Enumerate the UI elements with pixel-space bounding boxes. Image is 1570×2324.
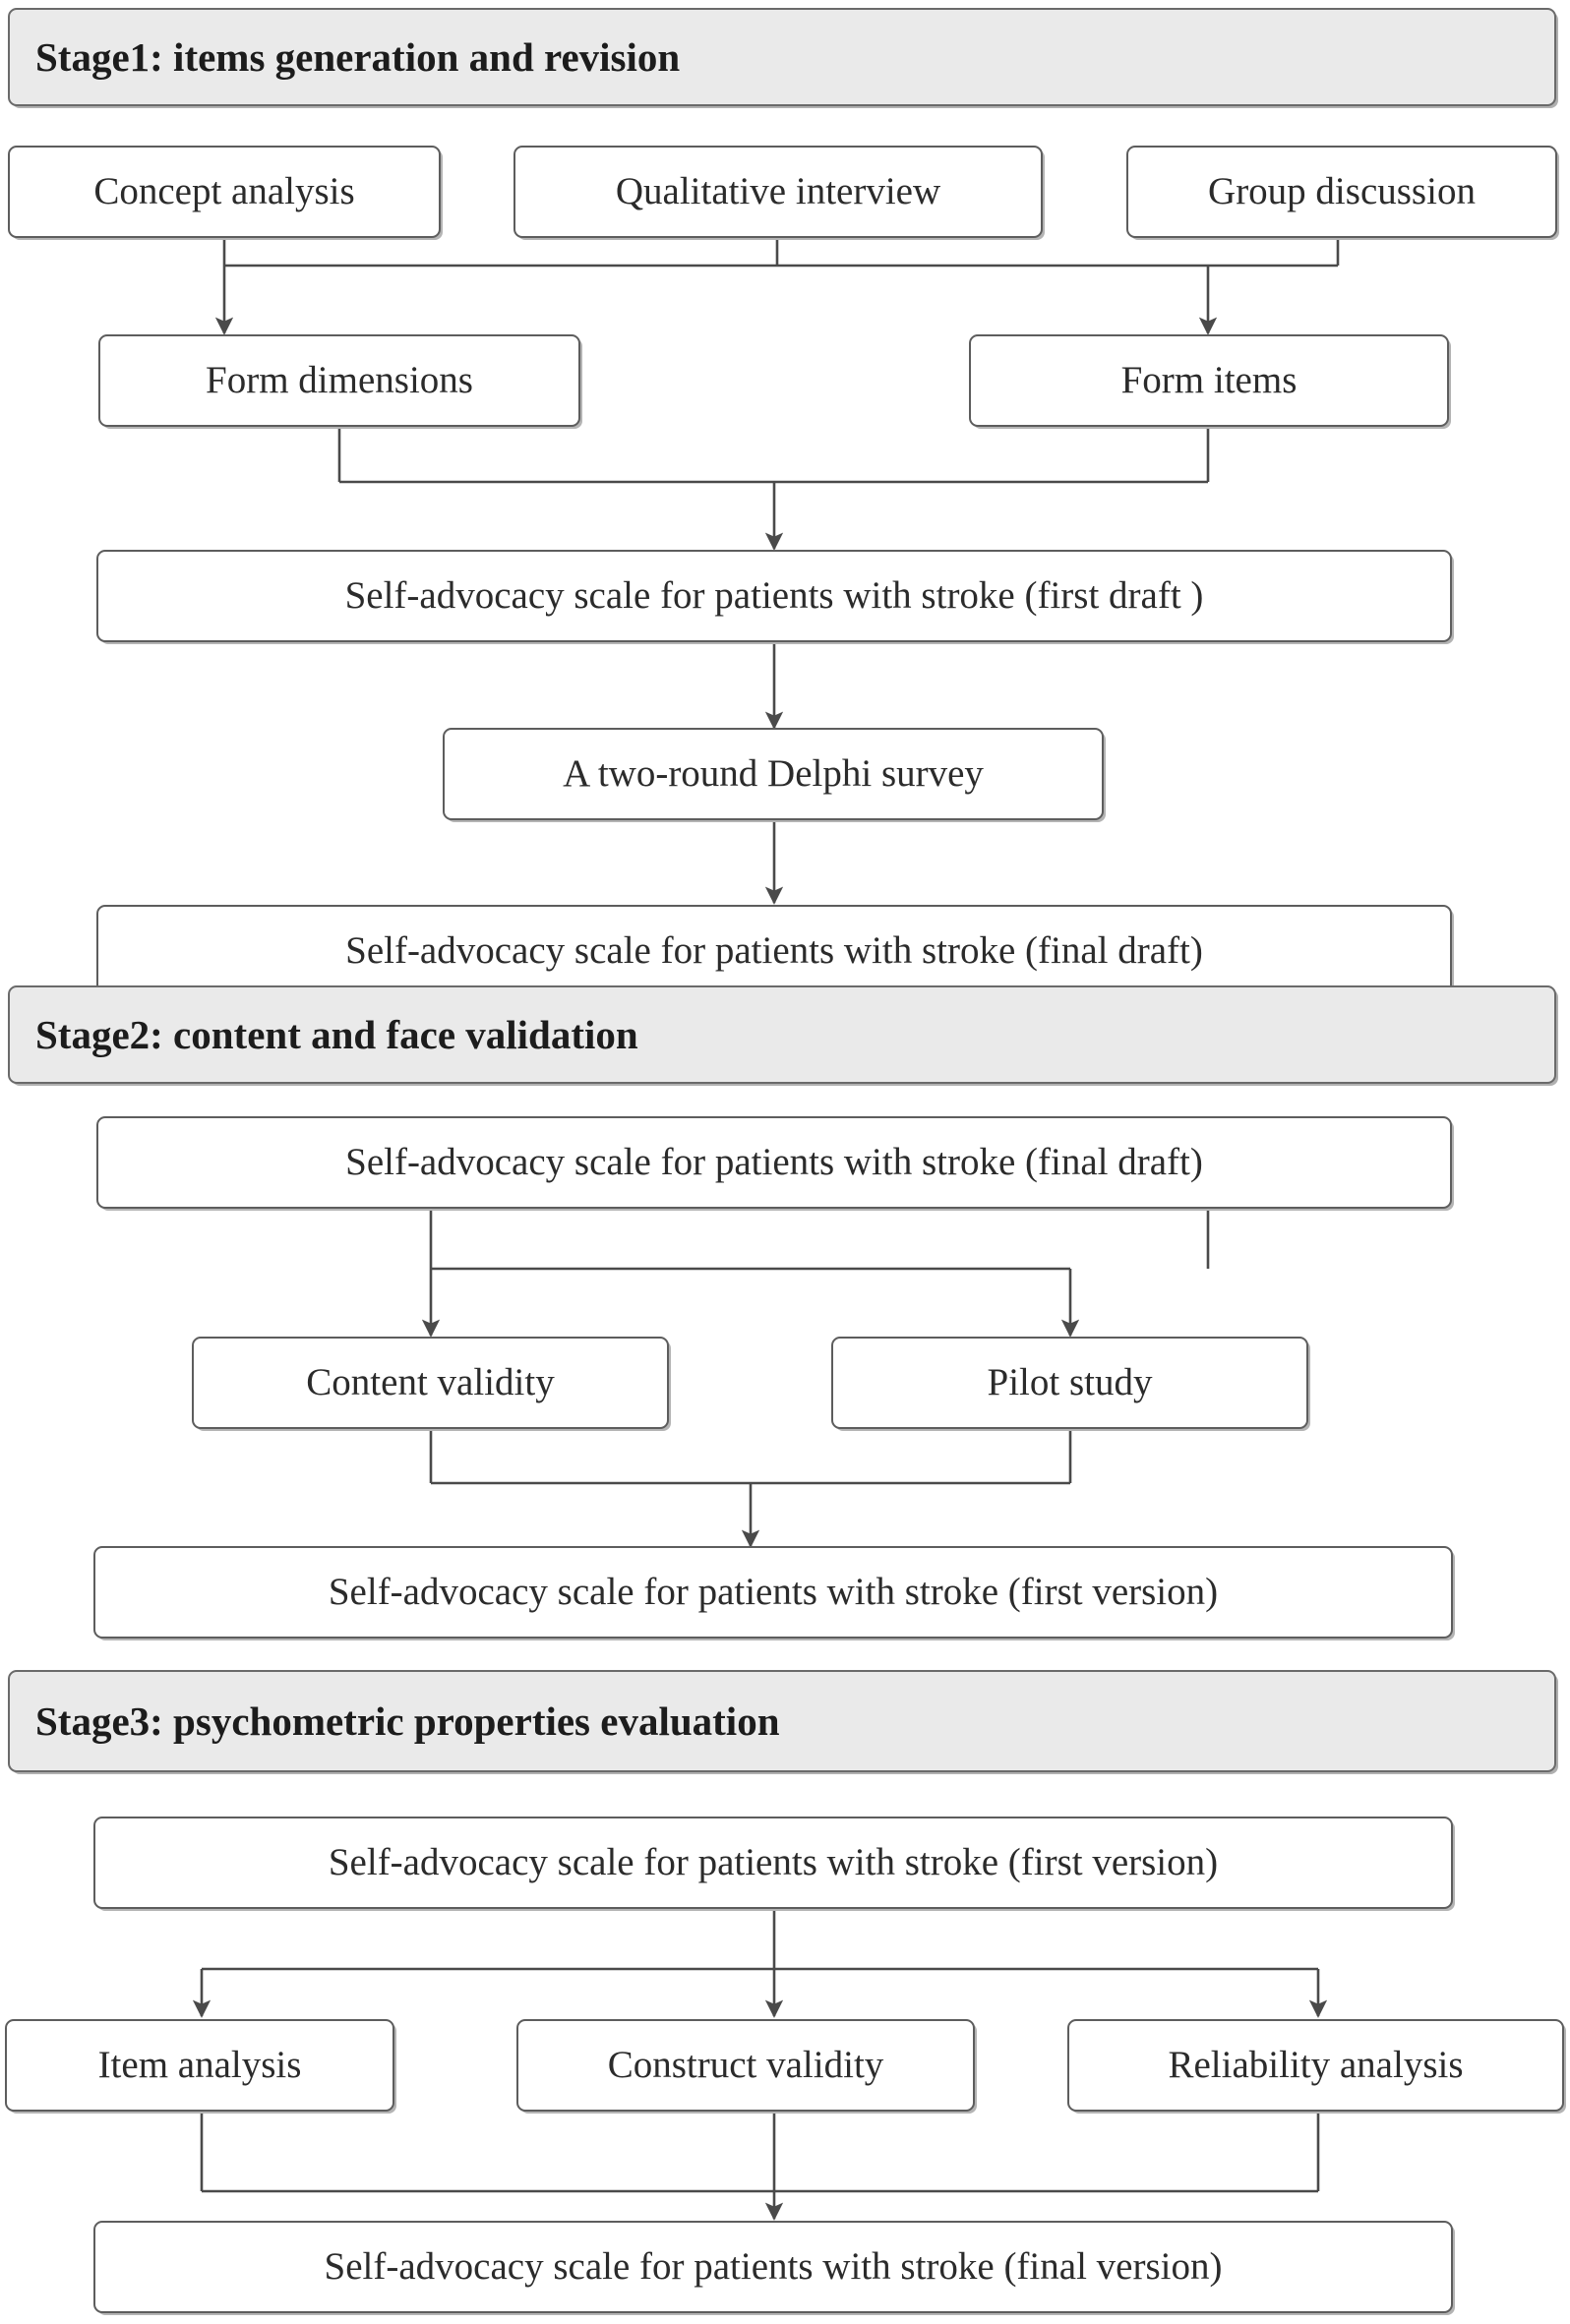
- node-label: Self-advocacy scale for patients with st…: [328, 1570, 1219, 1613]
- node-label: A two-round Delphi survey: [563, 751, 984, 795]
- node-construct-validity[interactable]: Construct validity: [516, 2019, 975, 2112]
- node-form-items[interactable]: Form items: [969, 334, 1449, 427]
- node-label: Content validity: [306, 1360, 555, 1403]
- node-group-discussion[interactable]: Group discussion: [1126, 146, 1557, 238]
- node-scale-first-version-2[interactable]: Self-advocacy scale for patients with st…: [93, 1817, 1453, 1909]
- node-label: Pilot study: [987, 1360, 1153, 1403]
- node-label: Reliability analysis: [1168, 2043, 1464, 2086]
- stage-header-label: Stage2: content and face validation: [35, 1012, 638, 1057]
- node-reliability-analysis[interactable]: Reliability analysis: [1067, 2019, 1564, 2112]
- node-delphi-survey[interactable]: A two-round Delphi survey: [443, 728, 1104, 820]
- node-scale-final-draft[interactable]: Self-advocacy scale for patients with st…: [96, 905, 1452, 997]
- node-content-validity[interactable]: Content validity: [192, 1337, 669, 1429]
- node-form-dimensions[interactable]: Form dimensions: [98, 334, 580, 427]
- node-label: Item analysis: [97, 2043, 302, 2086]
- node-label: Self-advocacy scale for patients with st…: [345, 928, 1203, 972]
- node-label: Self-advocacy scale for patients with st…: [345, 1140, 1203, 1183]
- node-label: Form items: [1120, 358, 1298, 401]
- stage-header-stage2: Stage2: content and face validation: [8, 985, 1556, 1084]
- node-label: Self-advocacy scale for patients with st…: [344, 573, 1204, 617]
- node-scale-final-draft-2[interactable]: Self-advocacy scale for patients with st…: [96, 1116, 1452, 1209]
- node-label: Qualitative interview: [615, 169, 941, 212]
- stage-header-stage3: Stage3: psychometric properties evaluati…: [8, 1670, 1556, 1772]
- node-scale-final-version[interactable]: Self-advocacy scale for patients with st…: [93, 2221, 1453, 2313]
- node-label: Group discussion: [1208, 169, 1476, 212]
- node-qualitative-interview[interactable]: Qualitative interview: [513, 146, 1043, 238]
- node-label: Construct validity: [607, 2043, 884, 2086]
- node-scale-first-version[interactable]: Self-advocacy scale for patients with st…: [93, 1546, 1453, 1639]
- node-item-analysis[interactable]: Item analysis: [5, 2019, 394, 2112]
- node-label: Self-advocacy scale for patients with st…: [328, 1840, 1219, 1883]
- node-pilot-study[interactable]: Pilot study: [831, 1337, 1308, 1429]
- stage-header-label: Stage1: items generation and revision: [35, 34, 681, 80]
- node-label: Self-advocacy scale for patients with st…: [324, 2244, 1223, 2288]
- stage-header-stage1: Stage1: items generation and revision: [8, 8, 1556, 106]
- node-concept-analysis[interactable]: Concept analysis: [8, 146, 441, 238]
- stage-header-label: Stage3: psychometric properties evaluati…: [35, 1698, 780, 1744]
- node-label: Concept analysis: [93, 169, 355, 212]
- node-label: Form dimensions: [206, 358, 473, 401]
- node-scale-first-draft[interactable]: Self-advocacy scale for patients with st…: [96, 550, 1452, 642]
